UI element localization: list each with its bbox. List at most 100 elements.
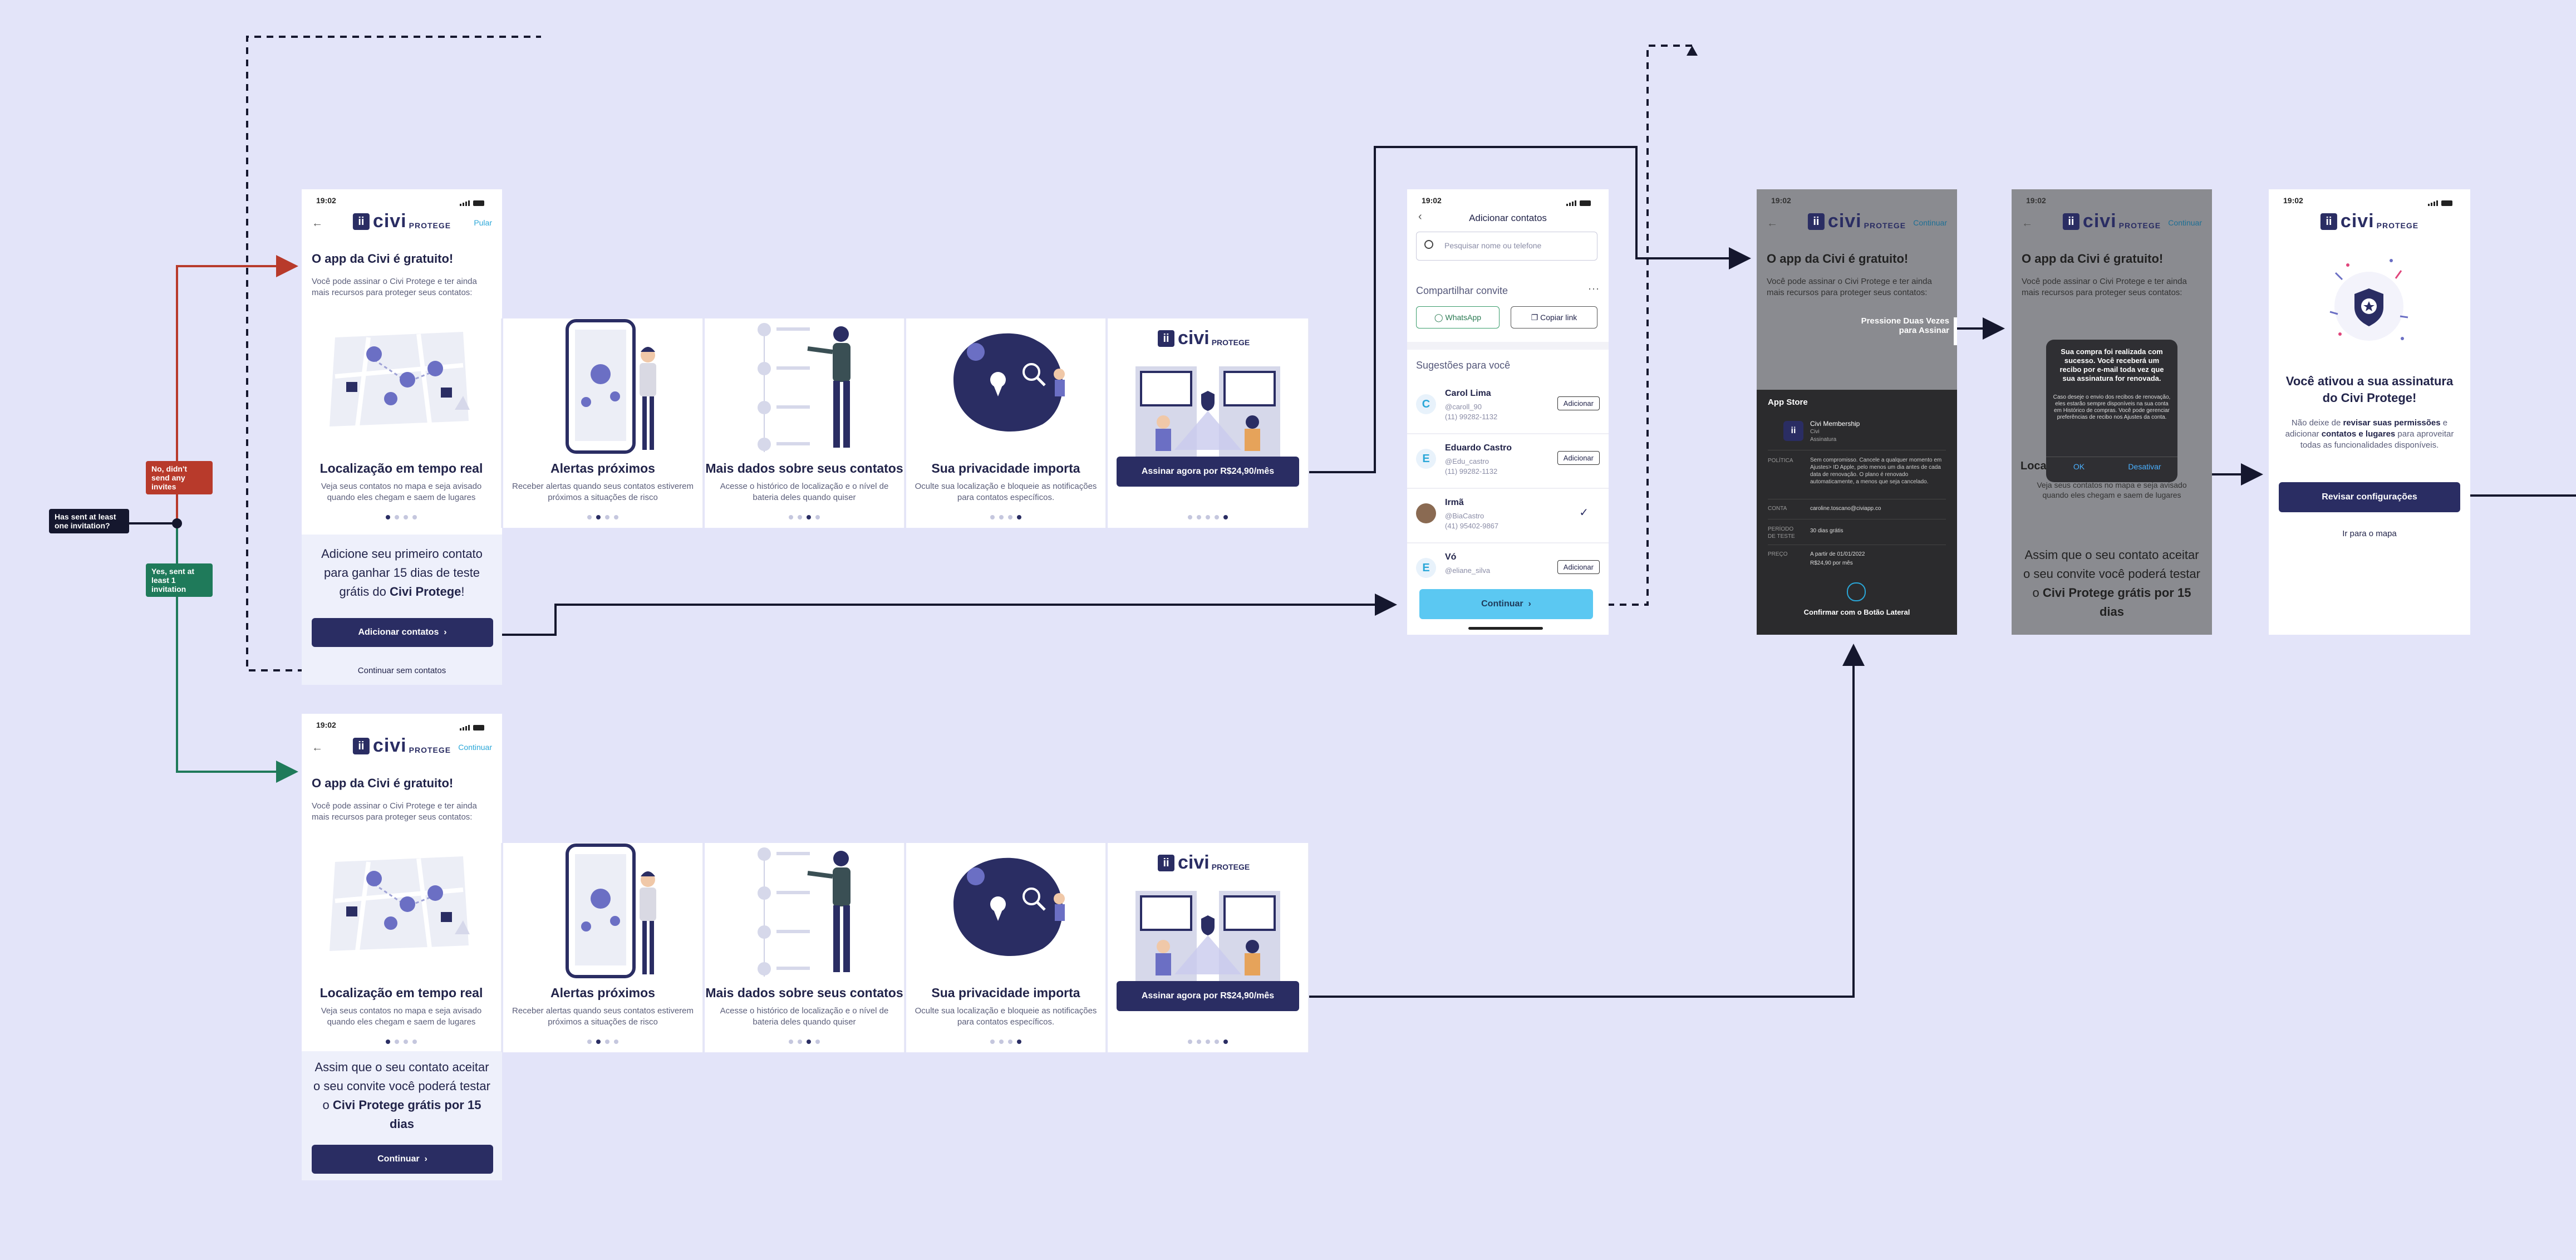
connector-subscribe-bottom: [1309, 644, 1865, 998]
add-contacts-button[interactable]: Adicionar contatos ›: [312, 618, 493, 647]
decision-node: [172, 518, 182, 528]
continue-link[interactable]: Continuar: [1913, 218, 1947, 227]
intro-text: Você pode assinar o Civi Protege e ter a…: [1767, 277, 1932, 297]
continue-button[interactable]: Continuar ›: [1419, 589, 1593, 619]
section-divider: [1407, 342, 1609, 350]
copy-icon: ❐: [1531, 313, 1541, 322]
trial-message: Adicione seu primeiro contato para ganha…: [321, 547, 483, 599]
add-contact-button[interactable]: Adicionar: [1557, 451, 1600, 465]
contact-name: Vó: [1445, 552, 1457, 562]
search-input[interactable]: Pesquisar nome ou telefone: [1416, 232, 1597, 261]
whatsapp-button[interactable]: ◯ WhatsApp: [1416, 306, 1500, 329]
contact-details: @Edu_castro(11) 99282-1132: [1445, 457, 1498, 475]
subscribe-button[interactable]: Assinar agora por R$24,90/mês: [1117, 457, 1299, 487]
status-bar: 19:02: [302, 714, 502, 736]
trial-panel-top: Adicione seu primeiro contato para ganha…: [302, 535, 502, 685]
continue-without-contacts-link[interactable]: Continuar sem contatos: [357, 666, 446, 675]
phone-alert-illustration: [566, 319, 656, 454]
alert-ok-button[interactable]: OK: [2073, 462, 2085, 471]
connector-subscribe-top: [1309, 146, 1751, 473]
contacts-data-illustration: [758, 847, 851, 977]
contact-name: Carol Lima: [1445, 389, 1491, 398]
back-chevron-icon[interactable]: ‹: [1418, 210, 1422, 223]
side-button-indicator: [1954, 317, 1957, 345]
pagination-dots: [503, 1037, 702, 1047]
pagination-dots: [1108, 1037, 1308, 1047]
pagination-dots: [1108, 512, 1308, 522]
status-time: 19:02: [316, 196, 336, 205]
home-indicator: [1468, 627, 1543, 630]
status-time: 19:02: [316, 720, 336, 729]
more-options-icon[interactable]: ···: [1588, 283, 1600, 294]
feature-description: Acesse o histórico de localização e o ní…: [720, 1006, 889, 1027]
add-contact-button[interactable]: Adicionar: [1557, 560, 1600, 574]
feature-description: Oculte sua localização e bloqueie as not…: [915, 482, 1097, 502]
window-neighbors-illustration: [1135, 891, 1280, 986]
skip-link[interactable]: Pular: [474, 218, 492, 227]
connector-add-contacts: [494, 594, 1397, 636]
store-title: App Store: [1768, 398, 1808, 407]
contact-name: Irmã: [1445, 498, 1464, 507]
signal-icon: [1566, 197, 1600, 206]
pagination-dots: [705, 512, 904, 522]
copy-link-button[interactable]: ❐ Copiar link: [1511, 306, 1597, 329]
trial-panel-bottom: Assim que o seu contato aceitar o seu co…: [302, 1051, 502, 1180]
feature-title: Mais dados sobre seus contatos: [705, 461, 903, 475]
continue-button[interactable]: Continuar ›: [312, 1145, 493, 1174]
privacy-illustration: [953, 333, 1065, 432]
contact-row[interactable]: Irmã@BiaCastro(41) 95402-9867✓: [1407, 489, 1609, 543]
back-arrow-icon[interactable]: ←: [312, 742, 323, 754]
decision-label: Has sent at least one invitation?: [49, 509, 129, 533]
product-sub2: Assinatura: [1810, 437, 1837, 443]
side-button-icon: [1847, 582, 1866, 601]
status-bar: 19:02: [1407, 189, 1609, 212]
page-title: O app da Civi é gratuito!: [312, 776, 454, 790]
confirm-label: Confirmar com o Botão Lateral: [1803, 608, 1910, 616]
back-arrow-icon[interactable]: ←: [1767, 217, 1778, 229]
alert-body: Caso deseje o envio dos recibos de renov…: [2053, 394, 2171, 420]
back-arrow-icon[interactable]: ←: [2022, 217, 2033, 229]
share-invite-label: Compartilhar convite: [1416, 285, 1508, 296]
review-settings-button[interactable]: Revisar configurações: [2279, 482, 2460, 512]
account-label: CONTA: [1768, 506, 1787, 512]
continue-link[interactable]: Continuar: [458, 743, 492, 752]
contact-row[interactable]: E Vó @eliane_silva Adicionar: [1407, 543, 1609, 580]
product-sub: Civi: [1810, 429, 1820, 435]
contact-details: @eliane_silva: [1445, 566, 1491, 575]
connector-yes-branch: [176, 523, 298, 783]
pagination-dots: [302, 512, 501, 522]
go-to-map-link[interactable]: Ir para o mapa: [2342, 529, 2397, 538]
card-preview-desc: Veja seus contatos no mapa e seja avisad…: [2037, 481, 2187, 499]
contact-details: @caroll_90(11) 99282-1132: [1445, 403, 1498, 421]
feature-description: Receber alertas quando seus contatos est…: [512, 482, 694, 502]
subscribe-button[interactable]: Assinar agora por R$24,90/mês: [1117, 981, 1299, 1011]
add-contact-button[interactable]: Adicionar: [1557, 396, 1600, 410]
page-title: O app da Civi é gratuito!: [312, 252, 454, 266]
signal-icon: [460, 722, 493, 730]
yes-branch-label: Yes, sent at least 1 invitation: [146, 563, 213, 597]
contact-avatar: E: [1416, 558, 1436, 578]
pagination-dots: [705, 1037, 904, 1047]
connector-skip-contacts: [246, 36, 541, 671]
back-arrow-icon[interactable]: ←: [312, 217, 323, 229]
page-title: O app da Civi é gratuito!: [2022, 252, 2164, 266]
continue-link[interactable]: Continuar: [2168, 218, 2202, 227]
alert-disable-button[interactable]: Desativar: [2128, 462, 2161, 471]
status-bar: 19:02: [1757, 189, 1957, 212]
